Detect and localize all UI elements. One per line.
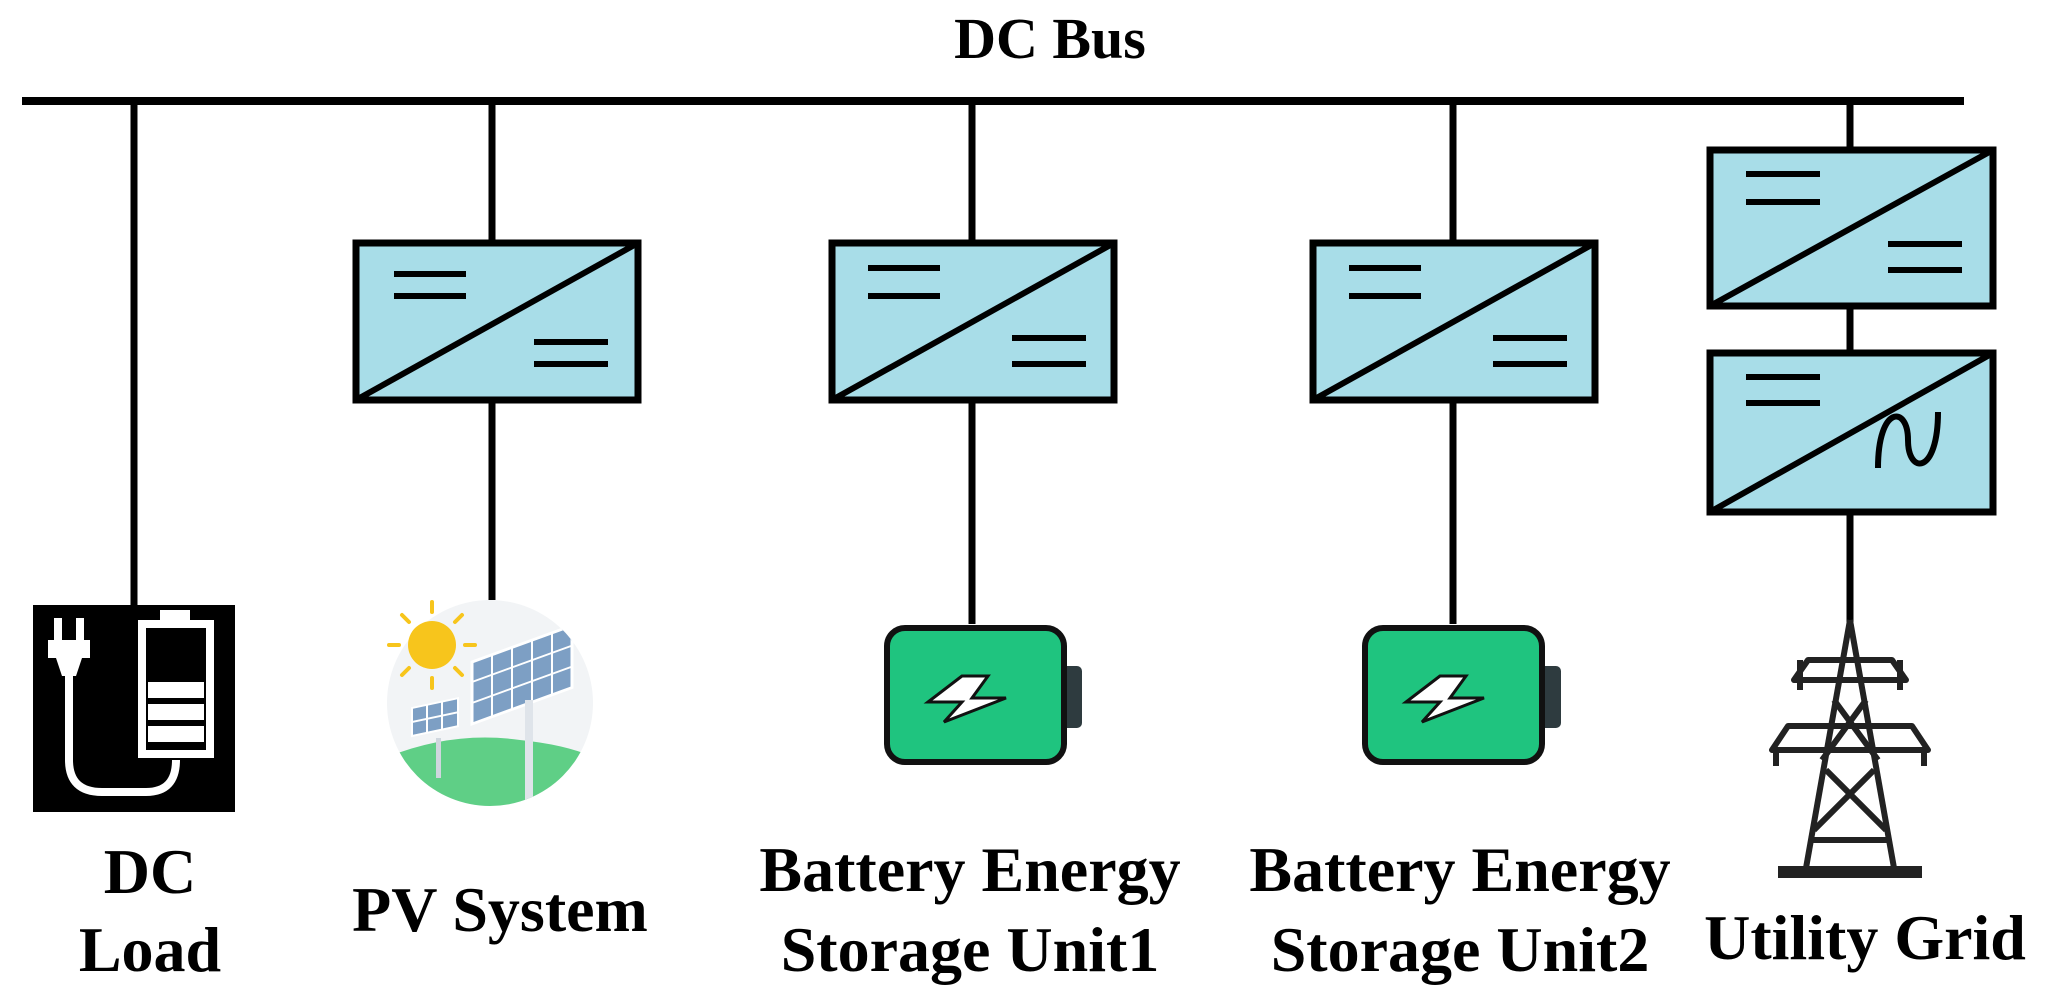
lightning-icon [1401, 674, 1485, 724]
dc-load-label-line2: Load [78, 914, 222, 985]
battery1-dcdc-converter [828, 239, 1118, 404]
solar-panel-icon [387, 600, 593, 806]
pv-dcdc-converter [352, 239, 642, 404]
dc-symbol-icon [1746, 374, 1820, 406]
ac-sine-icon [1875, 411, 1941, 469]
battery1-label-line1: Battery Energy [759, 834, 1181, 905]
plug-battery-icon [33, 605, 235, 812]
utility-grid-label: Utility Grid [1704, 902, 2026, 973]
battery2-dcdc-converter [1309, 239, 1599, 404]
dc-symbol-icon [1349, 265, 1567, 367]
pv-system-label: PV System [352, 874, 648, 945]
dc-symbol-icon [868, 265, 1086, 367]
battery-icon [884, 625, 1082, 765]
grid-dcac-inverter [1706, 349, 1997, 516]
sun-icon [387, 600, 477, 690]
battery1-label-line2: Storage Unit1 [780, 914, 1160, 985]
lightning-icon [923, 674, 1007, 724]
dc-load-label-line1: DC [103, 836, 197, 907]
transmission-tower-icon [1769, 619, 1931, 869]
dc-symbol-icon [394, 271, 608, 367]
battery-icon [1362, 625, 1561, 765]
dc-bus-title: DC Bus [954, 6, 1146, 71]
dc-symbol-icon [1746, 171, 1962, 273]
battery2-label-line2: Storage Unit2 [1270, 914, 1650, 985]
connection-lines [130, 101, 1854, 624]
battery2-label-line1: Battery Energy [1249, 834, 1671, 905]
tower-base [1778, 866, 1922, 878]
grid-dcdc-converter [1706, 146, 1997, 310]
